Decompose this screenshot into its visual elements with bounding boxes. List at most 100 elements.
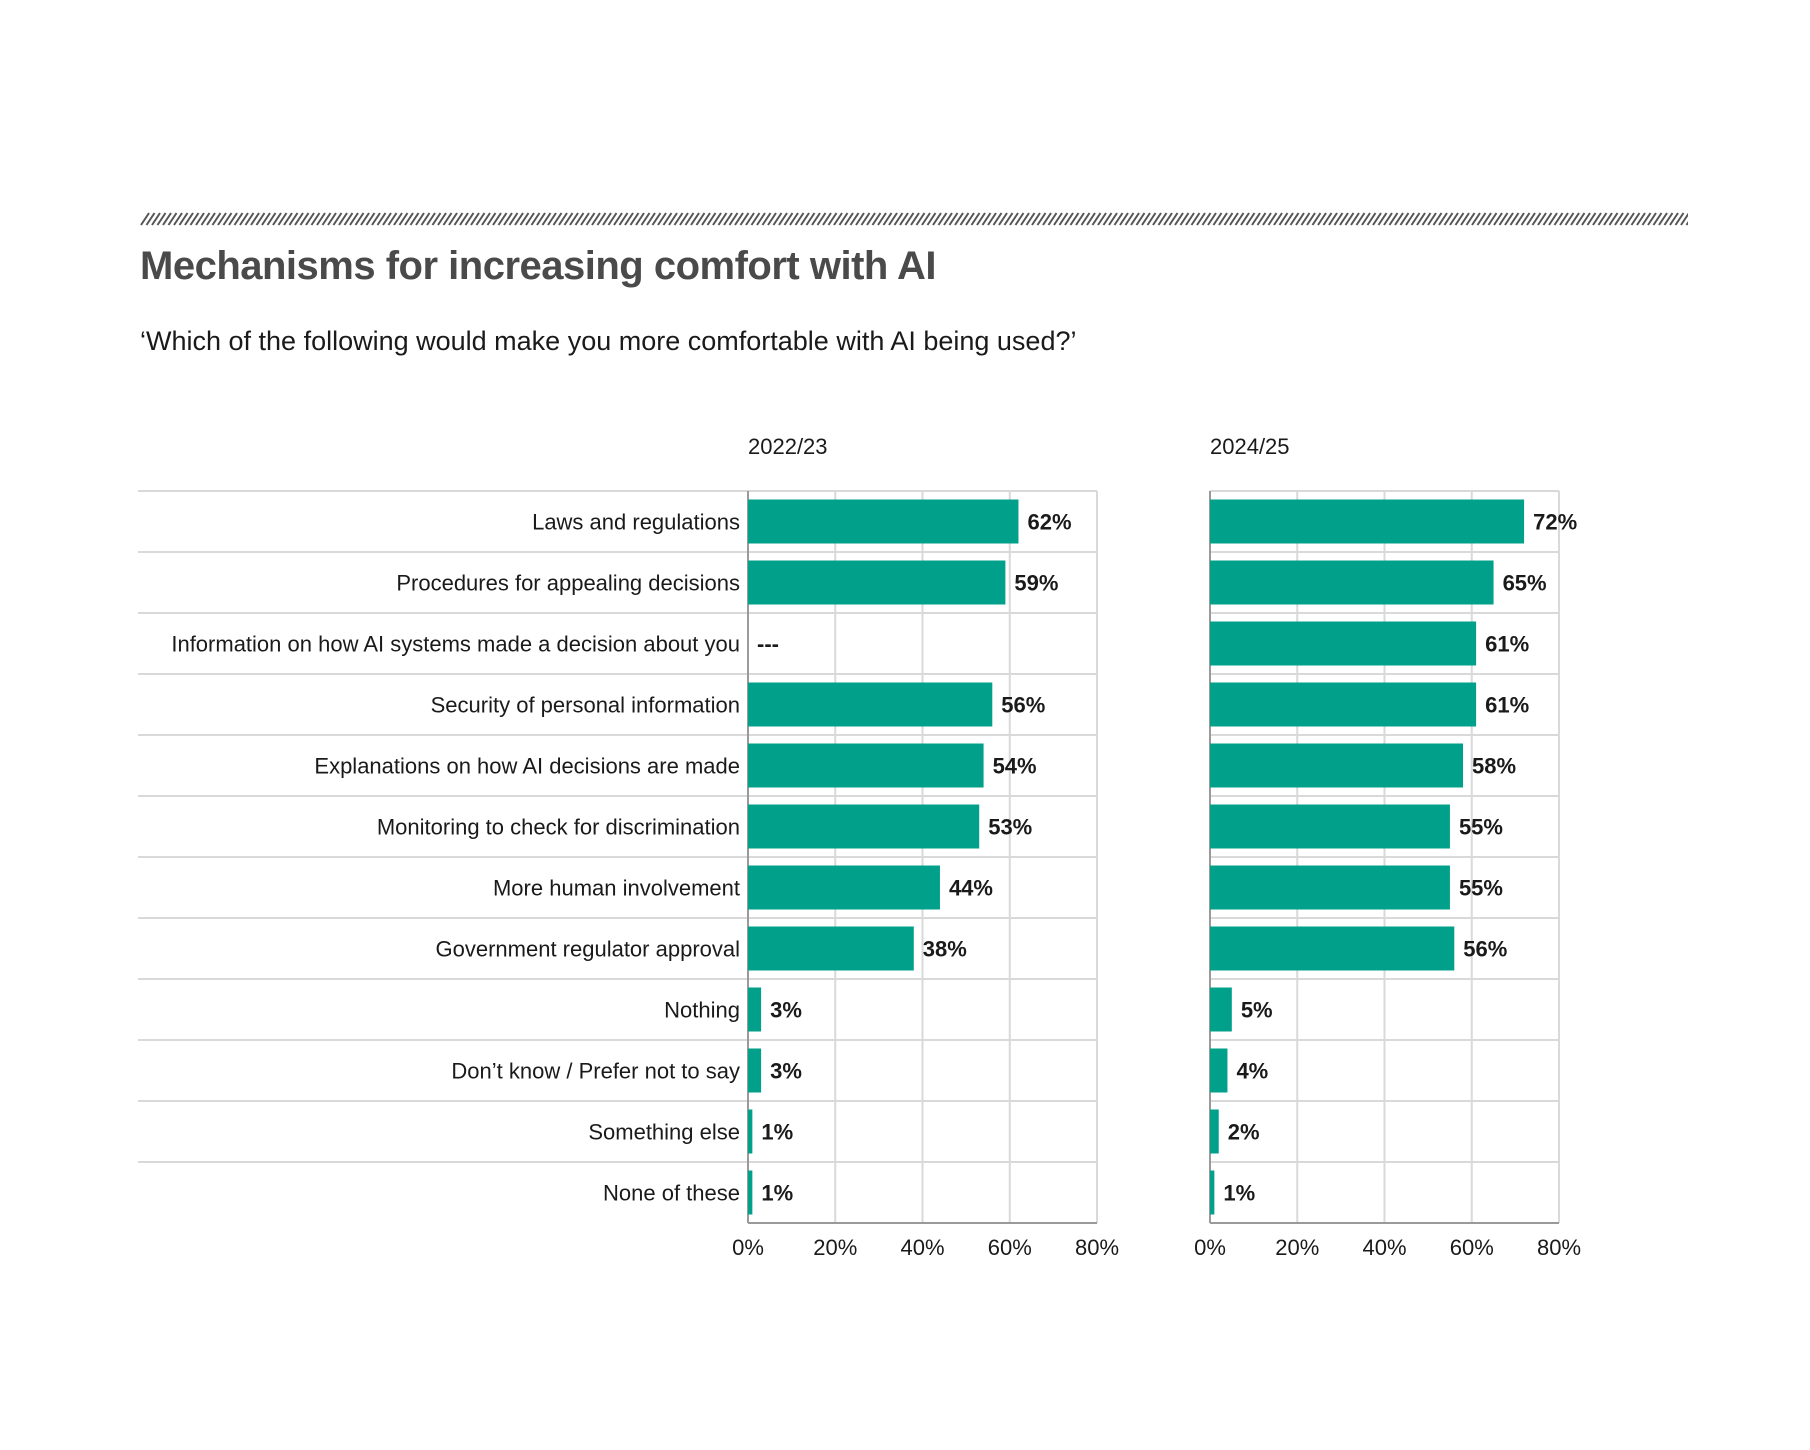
hatch-stroke xyxy=(1135,212,1146,226)
hatch-stroke xyxy=(618,212,629,226)
hatch-stroke xyxy=(607,212,618,226)
hatch-stroke xyxy=(981,212,992,226)
hatch-stroke xyxy=(492,212,502,226)
hatch-stroke xyxy=(1124,212,1135,226)
hatch-stroke xyxy=(1619,212,1630,226)
hatch-stroke xyxy=(1130,212,1140,226)
hatch-stroke xyxy=(833,212,843,226)
hatch-stroke xyxy=(910,212,920,226)
bar xyxy=(748,987,762,1032)
hatch-stroke xyxy=(409,212,420,226)
hatch-stroke xyxy=(1377,212,1388,226)
hatch-stroke xyxy=(794,212,805,226)
hatch-stroke xyxy=(838,212,849,226)
hatch-stroke xyxy=(189,212,200,226)
hatch-stroke xyxy=(1322,212,1333,226)
bar xyxy=(1210,865,1450,910)
hatch-stroke xyxy=(888,212,898,226)
hatch-stroke xyxy=(1190,212,1201,226)
hatch-stroke xyxy=(569,212,579,226)
hatch-stroke xyxy=(1300,212,1311,226)
hatch-stroke xyxy=(1559,212,1569,226)
hatch-stroke xyxy=(1317,212,1327,226)
hatch-stroke xyxy=(1003,212,1014,226)
hatch-stroke xyxy=(1443,212,1454,226)
hatch-stroke xyxy=(486,212,497,226)
data-label: 53% xyxy=(988,815,1032,840)
hatch-stroke xyxy=(1284,212,1294,226)
hatch-stroke xyxy=(1498,212,1509,226)
hatch-stroke xyxy=(415,212,425,226)
hatch-stroke xyxy=(574,212,585,226)
data-label: 55% xyxy=(1459,815,1503,840)
hatch-stroke xyxy=(1163,212,1173,226)
hatch-stroke xyxy=(932,212,942,226)
hatch-stroke xyxy=(976,212,986,226)
hatch-stroke xyxy=(1421,212,1432,226)
hatch-stroke xyxy=(470,212,480,226)
hatch-stroke xyxy=(893,212,904,226)
hatch-stroke xyxy=(668,212,678,226)
hatch-stroke xyxy=(431,212,442,226)
category-label: Nothing xyxy=(664,998,740,1023)
bar xyxy=(748,804,980,849)
hatch-stroke xyxy=(1504,212,1514,226)
hatch-stroke xyxy=(1278,212,1289,226)
hatch-stroke xyxy=(376,212,387,226)
panel-1: 2022/230%20%40%60%80%62%59%---56%54%53%4… xyxy=(732,434,1119,1260)
hatch-stroke xyxy=(1256,212,1267,226)
bar xyxy=(1210,1109,1219,1154)
hatch-stroke xyxy=(1262,212,1272,226)
bar xyxy=(748,865,940,910)
hatch-stroke xyxy=(266,212,277,226)
category-label: Explanations on how AI decisions are mad… xyxy=(314,754,740,779)
hatch-stroke xyxy=(596,212,607,226)
hatch-stroke xyxy=(948,212,959,226)
hatch-stroke xyxy=(1064,212,1074,226)
hatch-stroke xyxy=(1641,212,1652,226)
hatch-stroke xyxy=(651,212,662,226)
hatch-stroke xyxy=(943,212,953,226)
hatch-divider xyxy=(140,212,1688,226)
hatch-stroke xyxy=(552,212,563,226)
hatch-stroke xyxy=(844,212,854,226)
data-label: 54% xyxy=(993,754,1037,779)
panel-title: 2024/25 xyxy=(1210,434,1290,459)
hatch-stroke xyxy=(255,212,266,226)
x-tick-label: 20% xyxy=(813,1235,857,1260)
hatch-stroke xyxy=(673,212,684,226)
hatch-stroke xyxy=(1069,212,1080,226)
hatch-stroke xyxy=(1179,212,1190,226)
hatch-stroke xyxy=(1394,212,1404,226)
x-tick-label: 0% xyxy=(732,1235,764,1260)
hatch-stroke xyxy=(1663,212,1674,226)
hatch-stroke xyxy=(750,212,761,226)
data-label: 55% xyxy=(1459,876,1503,901)
hatch-stroke xyxy=(1152,212,1162,226)
hatch-stroke xyxy=(772,212,783,226)
hatch-stroke xyxy=(1113,212,1124,226)
data-label: --- xyxy=(757,632,779,657)
hatch-stroke xyxy=(657,212,667,226)
bar xyxy=(748,560,1006,605)
hatch-stroke xyxy=(745,212,755,226)
category-label: Don’t know / Prefer not to say xyxy=(451,1059,740,1084)
data-label: 1% xyxy=(761,1120,793,1145)
hatch-stroke xyxy=(1553,212,1564,226)
hatch-stroke xyxy=(1141,212,1151,226)
hatch-stroke xyxy=(508,212,519,226)
hatch-stroke xyxy=(525,212,535,226)
hatch-stroke xyxy=(536,212,546,226)
data-label: 44% xyxy=(949,876,993,901)
hatch-stroke xyxy=(1592,212,1602,226)
hatch-stroke xyxy=(871,212,882,226)
bar xyxy=(1210,987,1232,1032)
hatch-stroke xyxy=(200,212,211,226)
hatch-stroke xyxy=(959,212,970,226)
hatch-stroke xyxy=(624,212,634,226)
data-label: 4% xyxy=(1236,1059,1268,1084)
x-tick-label: 40% xyxy=(1362,1235,1406,1260)
bar xyxy=(1210,682,1477,727)
hatch-stroke xyxy=(1361,212,1371,226)
hatch-stroke xyxy=(426,212,436,226)
